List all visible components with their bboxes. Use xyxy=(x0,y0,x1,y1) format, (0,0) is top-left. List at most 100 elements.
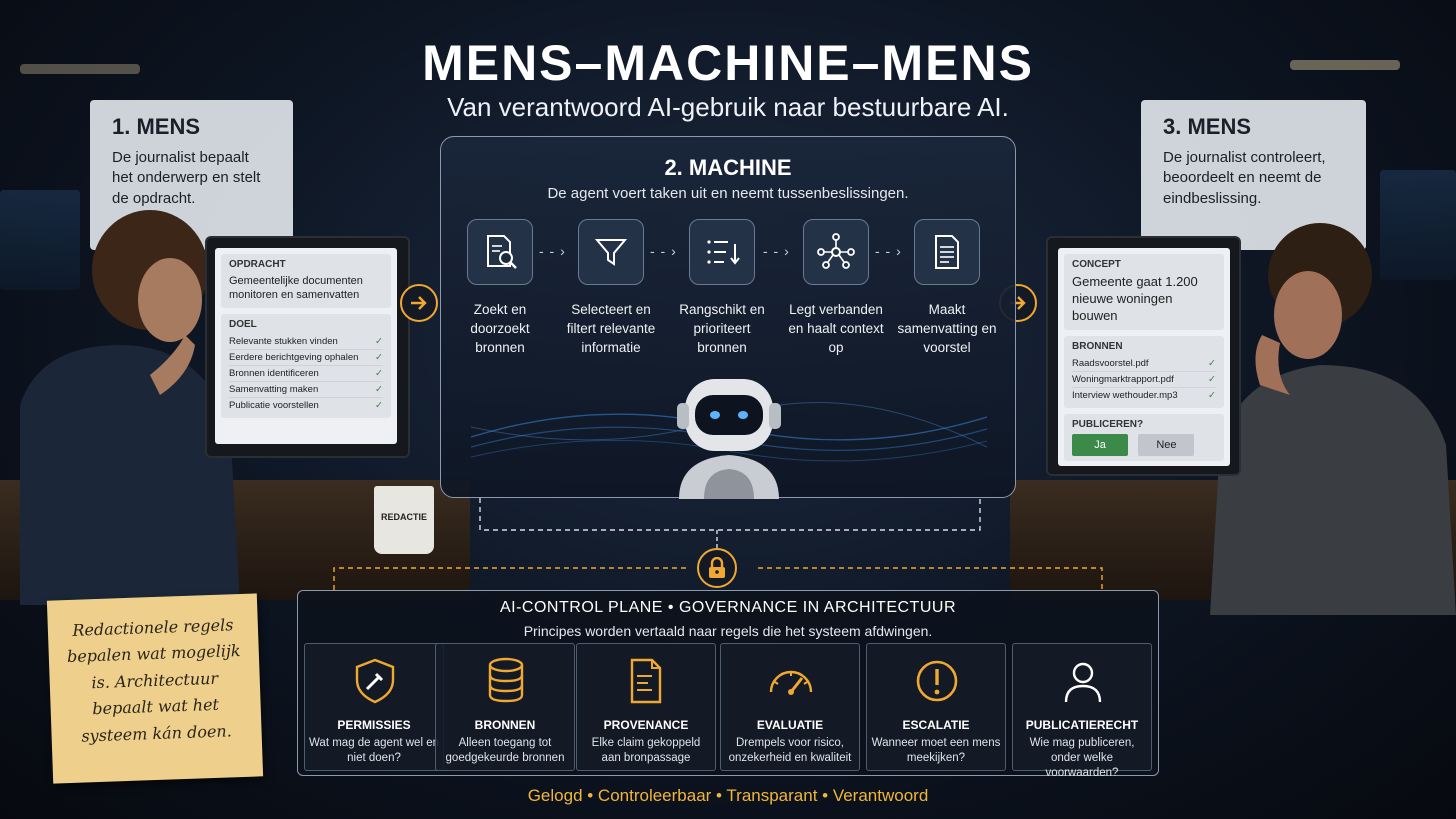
mens-left-heading: 1. MENS xyxy=(112,114,201,139)
governance-card-title: EVALUATIE xyxy=(756,718,824,732)
governance-card-text: Alleen toegang tot goedgekeurde bronnen xyxy=(445,737,565,764)
step-label-4: Legt verbanden en haalt context op xyxy=(788,302,884,355)
doel-item: Relevante stukken vinden✓ xyxy=(229,334,383,350)
governance-card-text: Wie mag publiceren, onder welke voorwaar… xyxy=(1029,737,1135,779)
bron-item-label: Interview wethouder.mp3 xyxy=(1072,389,1178,401)
bronnen-header: BRONNEN xyxy=(1072,340,1123,352)
step-label-1: Zoekt en doorzoekt bronnen xyxy=(470,302,530,355)
publish-yes-button[interactable]: Ja xyxy=(1072,433,1128,456)
governance-card-text: Drempels voor risico, onzekerheid en kwa… xyxy=(728,737,852,764)
mens-right-text: De journalist controleert, beoordeelt en… xyxy=(1163,149,1326,207)
bronnen-block: BRONNEN Raadsvoorstel.pdf✓ Woningmarktra… xyxy=(1064,335,1224,408)
doel-item-label: Samenvatting maken xyxy=(229,383,319,395)
database-icon xyxy=(488,657,524,703)
governance-card-title: ESCALATIE xyxy=(902,718,970,732)
funnel-icon xyxy=(578,219,644,285)
journalist-left-figure xyxy=(20,210,240,605)
page-title: MENS–MACHINE–MENS xyxy=(422,35,1034,91)
concept-text: Gemeente gaat 1.200 nieuwe woningen bouw… xyxy=(1072,274,1198,323)
governance-card-bronnen: BRONNEN Alleen toegang tot goedgekeurde … xyxy=(435,643,575,771)
network-icon xyxy=(803,219,869,285)
step-label-5: Maakt samenvatting en voorstel xyxy=(897,302,997,355)
opdracht-header: OPDRACHT xyxy=(229,259,286,270)
sticky-note: Redactionele regels bepalen wat mogelijk… xyxy=(46,593,264,784)
robot-agent-icon xyxy=(677,379,781,499)
doel-item-label: Publicatie voorstellen xyxy=(229,399,319,411)
governance-card-title: PROVENANCE xyxy=(603,718,689,732)
ceiling-light-right xyxy=(1290,60,1400,70)
step-label-2: Selecteert en filtert relevante informat… xyxy=(566,302,656,355)
governance-card-title: BRONNEN xyxy=(474,718,536,732)
background-window-right xyxy=(1380,170,1456,280)
concept-block: CONCEPT Gemeente gaat 1.200 nieuwe wonin… xyxy=(1064,254,1224,330)
opdracht-block: OPDRACHT Gemeentelijke documenten monito… xyxy=(221,254,391,308)
doel-block: DOEL Relevante stukken vinden✓ Eerdere b… xyxy=(221,313,391,418)
publish-no-button[interactable]: Nee xyxy=(1138,433,1195,456)
check-icon: ✓ xyxy=(1208,389,1216,401)
alert-icon xyxy=(916,660,958,702)
check-icon: ✓ xyxy=(375,335,383,347)
sorted-list-icon xyxy=(689,219,755,285)
publiceren-header: PUBLICEREN? xyxy=(1072,418,1144,430)
governance-card-publicatierecht: PUBLICATIERECHT Wie mag publiceren, onde… xyxy=(1012,643,1152,779)
governance-card-evaluatie: EVALUATIE Drempels voor risico, onzekerh… xyxy=(720,643,860,771)
machine-panel: 2. MACHINE De agent voert taken uit en n… xyxy=(440,136,1016,499)
background-window-left xyxy=(0,190,80,290)
bron-item-label: Woningmarktrapport.pdf xyxy=(1072,373,1174,385)
step-label-3: Rangschikt en prioriteert bronnen xyxy=(679,302,765,355)
step-arrow-icon: - - › xyxy=(875,243,902,259)
connector-lines xyxy=(333,498,1103,590)
governance-card-text: Wat mag de agent wel en niet doen? xyxy=(309,737,439,764)
machine-heading: 2. MACHINE xyxy=(664,155,792,180)
flow-arrow-in-icon xyxy=(400,284,438,322)
doel-item-label: Bronnen identificeren xyxy=(229,367,319,379)
doel-item: Samenvatting maken ✓ xyxy=(229,382,383,398)
step-arrow-icon: - - › xyxy=(650,243,677,259)
governance-card-text: Elke claim gekoppeld aan bronpassage xyxy=(591,737,701,764)
governance-card-provenance: PROVENANCE Elke claim gekoppeld aan bron… xyxy=(576,643,716,771)
ceiling-light-left xyxy=(20,64,140,74)
screen-right: CONCEPT Gemeente gaat 1.200 nieuwe wonin… xyxy=(1058,248,1230,466)
mens-left-text: De journalist bepaalt het onderwerp en s… xyxy=(112,149,261,207)
publiceren-block: PUBLICEREN? Ja Nee xyxy=(1064,413,1224,461)
governance-card-permissies: PERMISSIES Wat mag de agent wel en niet … xyxy=(304,643,444,771)
governance-card-title: PUBLICATIERECHT xyxy=(1025,718,1139,732)
doel-item: Eerdere berichtgeving ophalen ✓ xyxy=(229,350,383,366)
check-icon: ✓ xyxy=(375,367,383,379)
screen-left: OPDRACHT Gemeentelijke documenten monito… xyxy=(215,248,397,444)
governance-card-text: Wanneer moet een mens meekijken? xyxy=(871,737,1001,764)
document-link-icon xyxy=(630,658,662,704)
check-icon: ✓ xyxy=(1208,373,1216,385)
mens-right-heading: 3. MENS xyxy=(1163,114,1252,139)
mug-label: REDACTIE xyxy=(380,512,427,522)
lock-icon xyxy=(697,548,737,588)
doel-item: Publicatie voorstellen ✓ xyxy=(229,398,383,413)
doel-item: Bronnen identificeren ✓ xyxy=(229,366,383,382)
journalist-right-figure xyxy=(1210,223,1456,615)
document-icon xyxy=(914,219,980,285)
check-icon: ✓ xyxy=(1208,357,1216,369)
shield-icon xyxy=(355,658,395,704)
control-plane-heading: AI-CONTROL PLANE • GOVERNANCE IN ARCHITE… xyxy=(499,599,956,616)
bron-item: Woningmarktrapport.pdf ✓ xyxy=(1072,372,1216,388)
page-subtitle: Van verantwoord AI-gebruik naar bestuurb… xyxy=(447,92,1009,122)
governance-card-escalatie: ESCALATIE Wanneer moet een mens meekijke… xyxy=(866,643,1006,771)
check-icon: ✓ xyxy=(375,351,383,363)
check-icon: ✓ xyxy=(375,399,383,411)
governance-card-title: PERMISSIES xyxy=(337,718,411,732)
machine-description: De agent voert taken uit en neemt tussen… xyxy=(547,185,909,202)
step-arrow-icon: - - › xyxy=(539,243,566,259)
gauge-icon xyxy=(769,670,813,695)
opdracht-text: Gemeentelijke documenten monitoren en sa… xyxy=(229,275,363,302)
coffee-mug: REDACTIE xyxy=(374,486,434,554)
step-arrow-icon: - - › xyxy=(763,243,790,259)
user-icon xyxy=(1064,662,1102,703)
control-plane-panel: AI-CONTROL PLANE • GOVERNANCE IN ARCHITE… xyxy=(297,590,1159,779)
bron-item: Raadsvoorstel.pdf✓ xyxy=(1072,356,1216,372)
check-icon: ✓ xyxy=(375,383,383,395)
bron-item: Interview wethouder.mp3 ✓ xyxy=(1072,388,1216,403)
document-search-icon xyxy=(467,219,533,285)
doel-item-label: Eerdere berichtgeving ophalen xyxy=(229,351,359,363)
footer-principles: Gelogd • Controleerbaar • Transparant • … xyxy=(527,786,929,805)
doel-header: DOEL xyxy=(229,318,257,330)
